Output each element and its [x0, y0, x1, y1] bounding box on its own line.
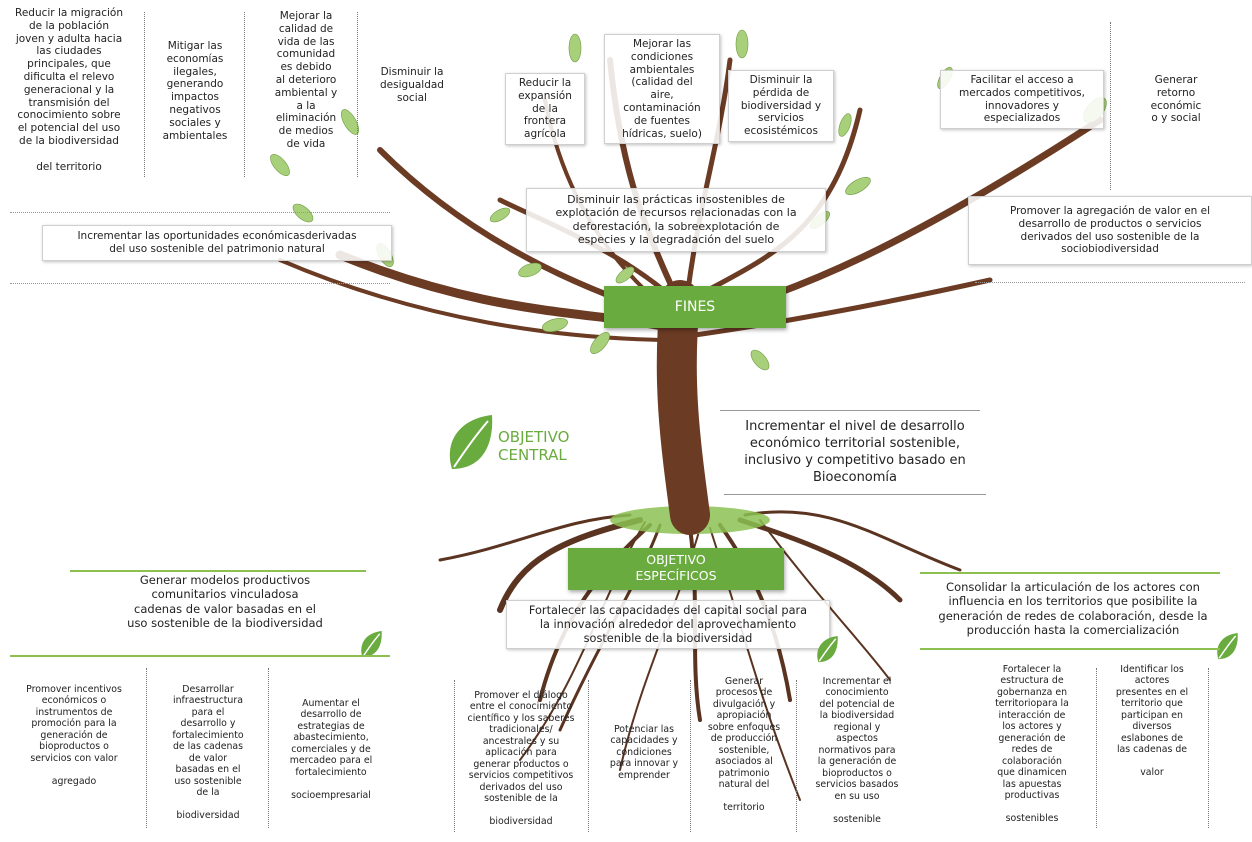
leaf-icon: [449, 415, 493, 469]
leaf: [845, 176, 871, 196]
leaf: [270, 154, 290, 176]
branch: [685, 57, 733, 293]
actividad-fortalecer-gobernanza: Fortalecer la estructura de gobernanza e…: [995, 664, 1069, 825]
leaf: [590, 332, 610, 354]
leaf: [615, 266, 635, 284]
root: [497, 517, 643, 613]
divider: [10, 655, 390, 657]
fin-disminuir-perdida: Disminuir la pérdida de biodiversidad y …: [728, 70, 834, 142]
divider: [1208, 668, 1209, 828]
leaf: [568, 33, 582, 63]
divider: [10, 283, 390, 284]
actividad-identificar-actores: Identificar los actores presentes en el …: [1115, 664, 1189, 779]
divider: [357, 12, 358, 177]
root: [538, 523, 652, 702]
divider: [268, 668, 269, 828]
leaf: [750, 349, 770, 371]
divider: [920, 572, 1220, 574]
divider: [796, 680, 797, 832]
divider: [244, 12, 245, 177]
divider: [1110, 22, 1111, 190]
divider: [690, 680, 691, 832]
actividad-incrementar-conocimiento: Incrementar el conocimiento del potencia…: [815, 676, 899, 825]
divider: [1096, 668, 1097, 828]
fin-incrementar-oportunidades: Incrementar las oportunidades económicas…: [42, 225, 392, 261]
objetivo-central-label: OBJETIVO CENTRAL: [498, 428, 570, 464]
objetivo-especificos-banner: OBJETIVO ESPECÍFICOS: [568, 548, 784, 590]
divider: [975, 282, 1245, 283]
divider: [144, 12, 145, 177]
leaf: [518, 262, 542, 278]
leaf-icon: [361, 630, 382, 658]
fin-mejorar-calidad-vida: Mejorar la calidad de vida de las comuni…: [274, 10, 338, 150]
fin-reducir-frontera: Reducir la expansión de la frontera agrí…: [505, 73, 585, 145]
divider: [588, 680, 589, 832]
fin-disminuir-desigualdad: Disminuir la desigualdad social: [380, 66, 444, 104]
fin-promover-agregacion: Promover la agregación de valor en el de…: [968, 196, 1252, 266]
root: [438, 513, 632, 562]
especifico-consolidar-articulacion: Consolidar la articulación de los actore…: [938, 580, 1208, 638]
actividad-generar-procesos: Generar procesos de divulgación y apropi…: [707, 676, 781, 814]
fin-reducir-migracion: Reducir la migración de la población jov…: [15, 7, 123, 173]
actividad-potenciar-capacidades: Potenciar las capacidades y condiciones …: [609, 724, 679, 781]
fin-disminuir-practicas: Disminuir las prácticas insostenibles de…: [526, 188, 826, 252]
leaf: [489, 207, 511, 223]
divider: [146, 668, 147, 828]
actividad-aumentar-estrategias: Aumentar el desarrollo de estrategias de…: [289, 698, 373, 801]
divider: [920, 648, 1220, 650]
leaf-icon: [1217, 632, 1238, 660]
root: [759, 519, 891, 681]
divider: [454, 680, 455, 832]
leaf: [542, 317, 568, 333]
fin-generar-retorno: Generar retorno económic o y social: [1150, 74, 1202, 125]
root: [743, 510, 962, 572]
root: [737, 517, 903, 603]
leaf: [292, 203, 314, 223]
leaf: [838, 113, 852, 137]
fines-banner: FINES: [604, 286, 786, 328]
especifico-generar-modelos: Generar modelos productivos comunitarios…: [127, 573, 323, 631]
branch: [692, 277, 993, 338]
leaf: [735, 29, 749, 59]
actividad-promover-incentivos: Promover incentivos económicos o instrum…: [26, 684, 122, 787]
divider: [724, 494, 986, 495]
especifico-fortalecer-capacidades: Fortalecer las capacidades del capital s…: [506, 600, 830, 650]
divider: [720, 410, 980, 411]
divider: [70, 570, 366, 572]
branch: [278, 258, 682, 342]
objetivo-central-text: Incrementar el nivel de desarrollo econó…: [744, 419, 966, 486]
actividad-desarrollar-infraestructura: Desarrollar infraestructura para el desa…: [172, 684, 244, 822]
divider: [10, 212, 390, 213]
fin-mitigar-economias: Mitigar las economías ilegales, generand…: [162, 40, 228, 142]
leaf-icon: [817, 635, 838, 663]
fin-facilitar-acceso: Facilitar el acceso a mercados competiti…: [940, 70, 1104, 130]
fin-mejorar-condiciones: Mejorar las condiciones ambientales (cal…: [604, 34, 720, 145]
actividad-promover-dialogo: Promover el diálogo entre el conocimient…: [467, 690, 575, 828]
